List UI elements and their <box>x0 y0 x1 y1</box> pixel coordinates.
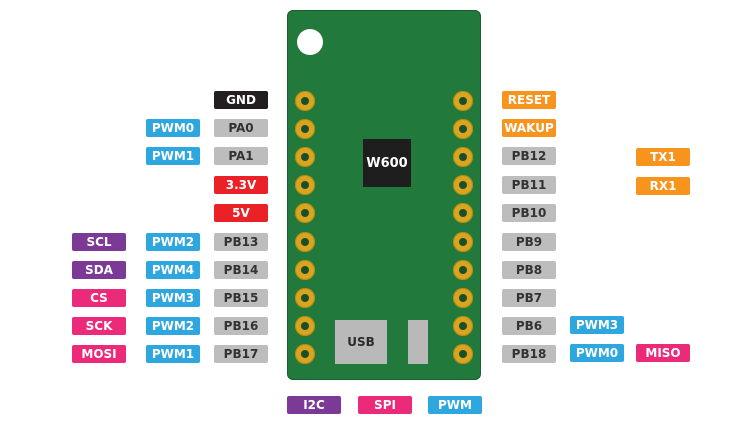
pin-label-pb13: PB13 <box>214 233 268 251</box>
spi-label-mosi: MOSI <box>72 345 126 363</box>
i2c-label-scl: SCL <box>72 233 126 251</box>
pin-label-3v3: 3.3V <box>214 176 268 194</box>
switch-component <box>408 320 428 364</box>
uart-label-rx1: RX1 <box>636 177 690 195</box>
pwm-label-pb17: PWM1 <box>146 345 200 363</box>
pin-pad-right <box>453 260 473 280</box>
usb-connector: USB <box>335 320 387 364</box>
pin-pad-left <box>295 147 315 167</box>
pin-pad-left <box>295 175 315 195</box>
pin-label-pb10: PB10 <box>502 204 556 222</box>
pin-pad-left <box>295 91 315 111</box>
pin-pad-right <box>453 119 473 139</box>
pwm-label-pb16: PWM2 <box>146 317 200 335</box>
pin-pad-right <box>453 175 473 195</box>
legend-pwm: PWM <box>428 396 482 414</box>
pin-label-pb14: PB14 <box>214 261 268 279</box>
pwm-label-pb15: PWM3 <box>146 289 200 307</box>
pwm-label-pa0: PWM0 <box>146 119 200 137</box>
legend-i2c: I2C <box>287 396 341 414</box>
pin-pad-right <box>453 91 473 111</box>
w600-chip: W600 <box>363 139 411 187</box>
i2c-label-sda: SDA <box>72 261 126 279</box>
mounting-hole <box>297 29 323 55</box>
pin-label-wakup: WAKUP <box>502 119 556 137</box>
pin-pad-right <box>453 288 473 308</box>
pin-pad-right <box>453 316 473 336</box>
uart-label-tx1: TX1 <box>636 148 690 166</box>
pin-pad-left <box>295 119 315 139</box>
pin-label-pa1: PA1 <box>214 147 268 165</box>
pin-label-pb9: PB9 <box>502 233 556 251</box>
spi-label-sck: SCK <box>72 317 126 335</box>
pin-pad-left <box>295 316 315 336</box>
pin-pad-left <box>295 288 315 308</box>
pwm-label-pb6: PWM3 <box>570 316 624 334</box>
pin-label-pb15: PB15 <box>214 289 268 307</box>
pin-label-pb17: PB17 <box>214 345 268 363</box>
pin-pad-right <box>453 203 473 223</box>
pin-label-pb8: PB8 <box>502 261 556 279</box>
pin-pad-left <box>295 232 315 252</box>
pwm-label-pb14: PWM4 <box>146 261 200 279</box>
legend-spi: SPI <box>358 396 412 414</box>
pin-label-pb11: PB11 <box>502 176 556 194</box>
pin-pad-left <box>295 260 315 280</box>
spi-label-cs: CS <box>72 289 126 307</box>
pin-label-pb7: PB7 <box>502 289 556 307</box>
pin-pad-right <box>453 147 473 167</box>
pin-pad-left <box>295 203 315 223</box>
pin-label-5v: 5V <box>214 204 268 222</box>
pin-pad-right <box>453 232 473 252</box>
pin-label-pb6: PB6 <box>502 317 556 335</box>
pwm-label-pb13: PWM2 <box>146 233 200 251</box>
pin-label-gnd: GND <box>214 91 268 109</box>
pin-pad-right <box>453 344 473 364</box>
pin-label-pa0: PA0 <box>214 119 268 137</box>
pin-label-reset: RESET <box>502 91 556 109</box>
pin-pad-left <box>295 344 315 364</box>
spi-label-miso: MISO <box>636 344 690 362</box>
pin-label-pb12: PB12 <box>502 147 556 165</box>
pwm-label-pb18: PWM0 <box>570 344 624 362</box>
pin-label-pb16: PB16 <box>214 317 268 335</box>
pcb-board <box>287 10 481 380</box>
pwm-label-pa1: PWM1 <box>146 147 200 165</box>
pin-label-pb18: PB18 <box>502 345 556 363</box>
